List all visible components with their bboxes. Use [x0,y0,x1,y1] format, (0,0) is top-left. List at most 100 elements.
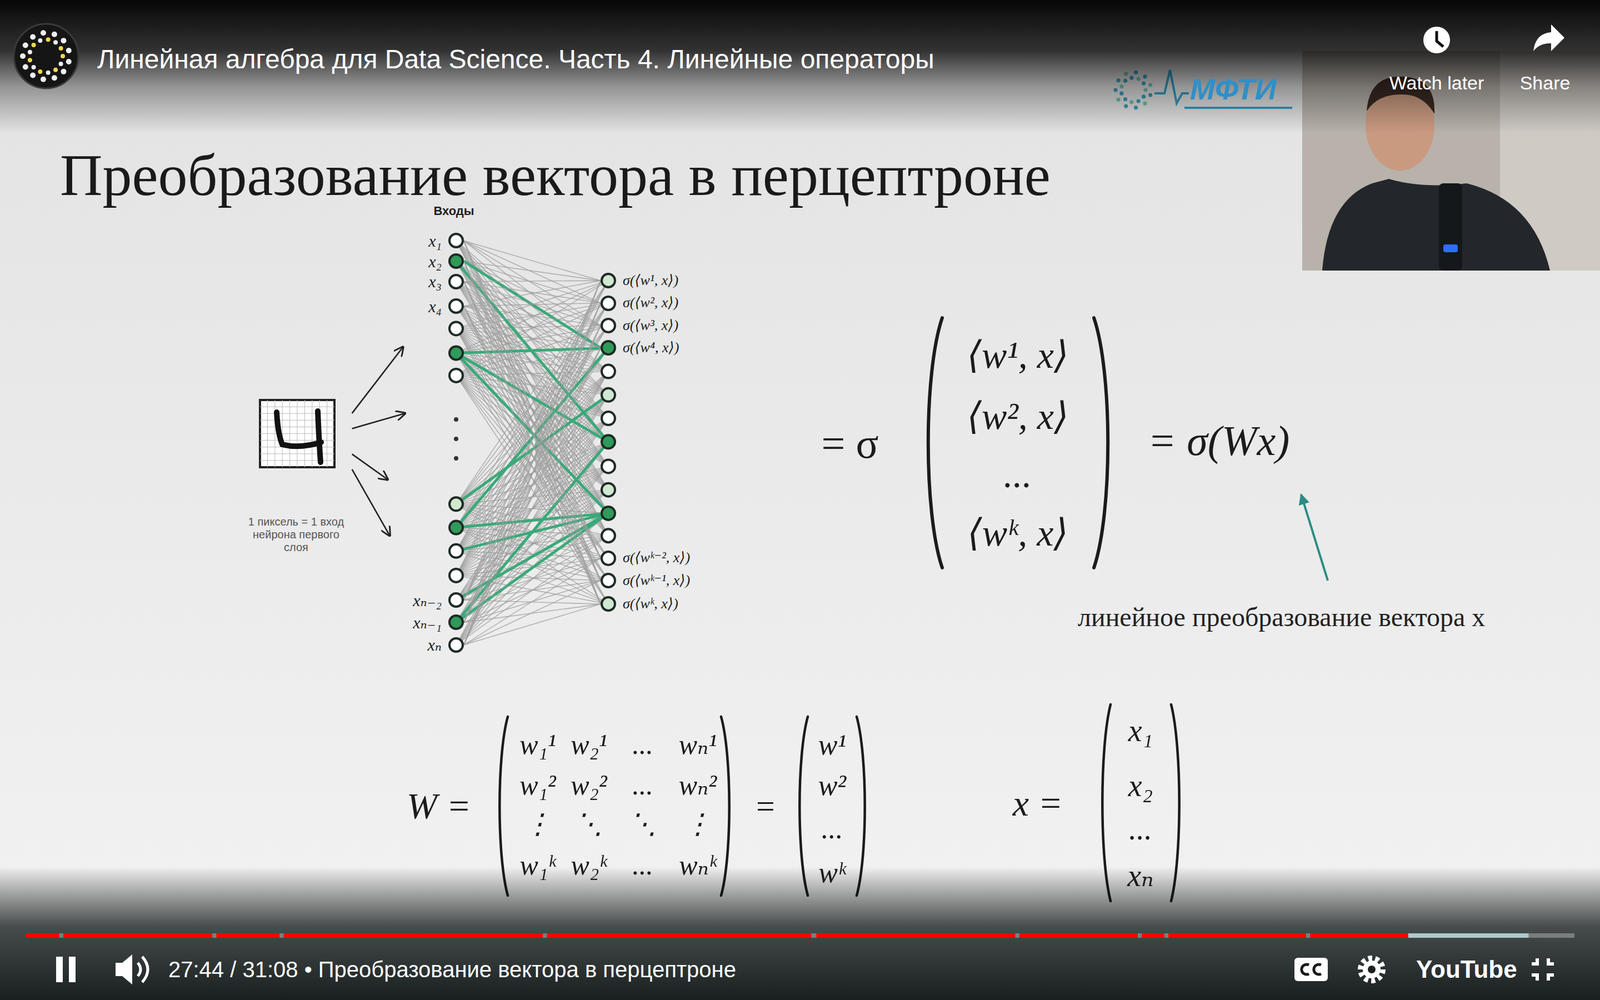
matrix-cell: ... [632,769,654,802]
neuron-label: x₃ [428,272,442,291]
matrix-cell: w₂¹ [570,728,608,762]
annotation: линейное преобразование вектора x [1077,601,1485,633]
matrix-cell: w₁ᵏ [520,849,557,882]
progress-played [25,933,60,938]
progress-buffer [1408,933,1529,938]
neuron-circle [448,614,464,630]
channel-logo-dot [58,46,64,51]
network-connection [456,466,609,645]
channel-logo-dot [30,72,36,79]
captions-glyph [1301,964,1322,975]
matrix-cell: ⋱ [628,808,657,841]
vector-entry: x₁ [1128,712,1153,749]
neuron-circle [600,272,617,289]
input-neuron: x₁ [428,231,464,250]
channel-logo-dot [20,53,26,59]
output-neuron: σ(⟨w³, x⟩) [600,317,679,334]
pause-icon [56,956,63,983]
button-label: Share [1520,72,1571,94]
neuron-circle [600,550,617,567]
output-neuron [601,459,615,473]
formula: = σ(Wx) [1147,416,1290,465]
matrix-cell: wₙ¹ [678,728,718,762]
time-display: 27:44 / 31:08 • Преобразование вектора в… [168,956,737,983]
volume-icon [115,954,133,985]
pixel-grid [260,433,335,434]
network-connection [463,240,601,581]
output-neuron [601,483,615,497]
neuron-circle [448,232,464,249]
webcam-mic-light [1443,244,1458,253]
network-connection [456,325,609,552]
progress-played [216,933,280,938]
network-connection [456,490,609,623]
slide-title: Преобразование вектора в перцептроне [60,141,1051,210]
input-neuron [449,497,463,511]
output-neuron: σ(⟨wᵏ⁻², x⟩) [600,550,690,567]
network-connection [463,261,601,558]
input-neuron [449,544,463,558]
input-neuron: x₄ [428,297,464,316]
vector-entry: ... [1003,452,1033,497]
neuron-circle [448,637,464,653]
network-connection [463,281,601,604]
vector-bracket [1093,317,1108,568]
neuron-label: σ(⟨wᵏ, x⟩) [622,596,679,613]
watch-later-hands [1436,31,1444,47]
output-neuron: σ(⟨w⁴, x⟩) [600,340,679,357]
progress-played [546,933,812,938]
channel-logo-dot [60,68,67,75]
input-neuron [449,346,463,360]
pixel-grid [260,453,335,454]
network-connection [463,558,601,645]
vector-entry: w¹ [818,728,847,762]
settings-icon [1360,958,1383,981]
network-connection [463,303,601,645]
channel-logo-dot [51,75,58,81]
captions-icon [1294,957,1328,982]
formula: W = [406,785,472,828]
neuron-label: σ(⟨w⁴, x⟩) [622,340,679,357]
network-connection [463,580,601,645]
brand-logo: YouTube [1416,955,1518,984]
network-connection [463,280,601,282]
neuron-label: σ(⟨wᵏ⁻², x⟩) [622,550,690,567]
network-connection [463,261,601,326]
highlight-connection [456,441,609,623]
output-neuron: σ(⟨wᵏ, x⟩) [600,596,679,613]
webcam-microphone [1438,183,1463,271]
output-neuron [601,411,615,425]
channel-logo-dot [51,31,58,38]
channel-logo-dot [37,69,43,74]
input-neuron [449,368,463,383]
fullscreen-exit-icon [1531,958,1554,981]
pixel-grid [260,460,335,461]
output-neuron [601,388,615,402]
output-neuron: σ(⟨wᵏ⁻¹, x⟩) [600,572,690,589]
network-highlight-lines [456,261,609,623]
output-neuron [601,365,615,379]
network-connection [463,306,601,559]
progress-played [1168,933,1307,938]
channel-logo-dot [66,47,72,54]
channel-logo [13,23,79,89]
neuron-circle [448,273,464,290]
channel-logo-dot [22,64,29,70]
network-connection [463,240,601,558]
progress-played [816,933,1015,938]
highlight-connection [456,261,609,442]
pixel-grid [311,400,313,468]
vector-entry: ... [821,812,844,846]
button-label: Watch later [1389,72,1485,94]
settings-hole [1367,965,1376,974]
digit-image [260,400,335,468]
matrix-cell: w₂ᵏ [571,849,608,882]
neuron-label: xₙ [427,635,442,654]
matrix-cell: w₁¹ [519,728,557,762]
matrix-cell: wₙ² [678,769,718,802]
network-connection [463,280,601,645]
column-heading: Входы [433,203,474,218]
annotation-arrow [1301,494,1328,581]
vector-entry: xₙ [1127,857,1154,894]
matrix-cell: ⋱ [575,808,603,841]
